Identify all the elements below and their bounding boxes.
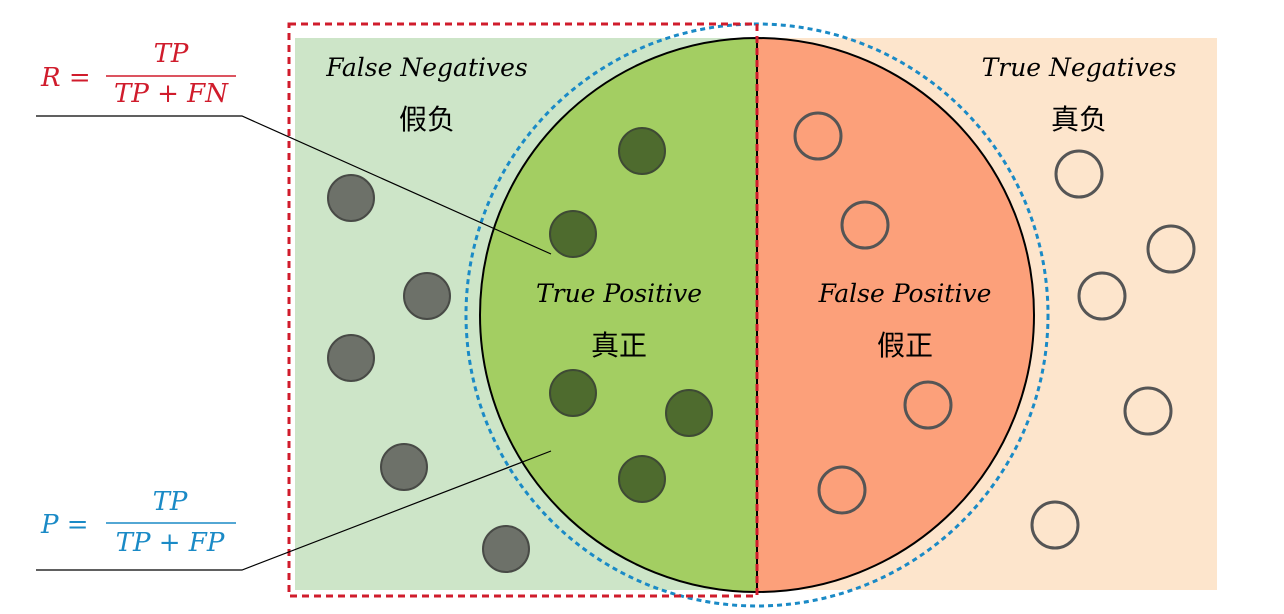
negative-dot [403, 272, 451, 320]
recall-boundary [287, 22, 759, 598]
hollow-dot [840, 200, 890, 250]
true-positive-label: True Positive [536, 279, 702, 308]
hollow-dot [793, 111, 843, 161]
true-positive-dots [549, 127, 713, 503]
false-positive-half [756, 36, 1035, 594]
precision-lhs: P = [40, 510, 89, 540]
negative-dot [327, 174, 375, 222]
recall-denominator: TP + FN [114, 79, 229, 109]
hollow-dot [1030, 500, 1080, 550]
true-negatives-label: True Negatives [982, 53, 1177, 82]
precision-leader-line [36, 450, 552, 571]
hollow-dot [1077, 271, 1127, 321]
recall-numerator: TP [154, 39, 189, 69]
hollow-dot [903, 380, 953, 430]
precision-numerator: TP [153, 487, 188, 517]
positive-dot [549, 210, 597, 258]
false-negatives-label: False Negatives [325, 53, 528, 82]
positive-dot [665, 389, 713, 437]
hollow-dot [817, 465, 867, 515]
hollow-dot [1146, 224, 1196, 274]
false-positive-zh: 假正 [877, 329, 933, 362]
recall-lhs: R = [40, 63, 91, 93]
negative-dot [327, 334, 375, 382]
negative-dot [380, 443, 428, 491]
negative-dot [482, 525, 530, 573]
positive-dot [618, 455, 666, 503]
precision-formula: P = TP TP + FP [40, 487, 236, 558]
positive-dot [549, 369, 597, 417]
true-positive-zh: 真正 [591, 329, 647, 362]
hollow-dot [1123, 386, 1173, 436]
false-negative-dots [327, 174, 530, 573]
positive-dot [618, 127, 666, 175]
true-negatives-zh: 真负 [1051, 103, 1107, 136]
recall-leader-line [36, 115, 552, 255]
true-positive-half [479, 36, 758, 594]
precision-denominator: TP + FP [116, 528, 225, 558]
hollow-dot [1054, 149, 1104, 199]
false-positive-label: False Positive [818, 279, 992, 308]
recall-formula: R = TP TP + FN [40, 39, 236, 109]
true-negative-dots [1030, 149, 1196, 550]
false-positive-dots [793, 111, 953, 515]
false-negatives-zh: 假负 [399, 103, 455, 136]
